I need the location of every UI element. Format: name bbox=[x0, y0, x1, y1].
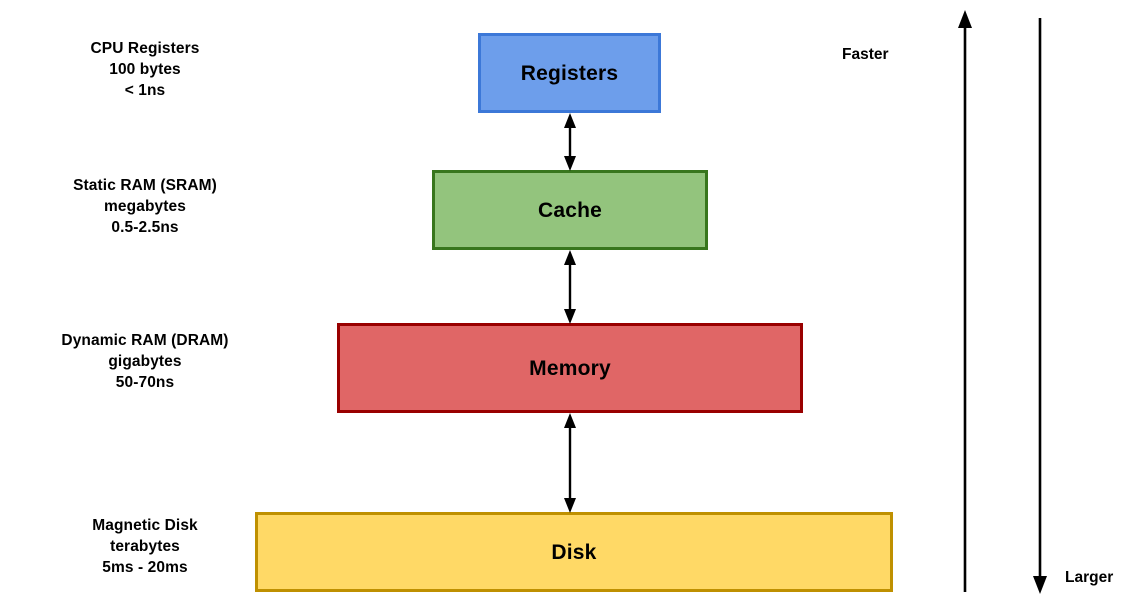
tier-description-disk: Magnetic Disk terabytes 5ms - 20ms bbox=[20, 515, 270, 578]
tier-capacity-memory: gigabytes bbox=[108, 353, 182, 370]
tier-box-cache[interactable]: Cache bbox=[432, 170, 708, 250]
connector-cache-memory bbox=[555, 249, 585, 325]
tier-box-registers[interactable]: Registers bbox=[478, 33, 661, 113]
tier-latency-cache: 0.5-2.5ns bbox=[111, 219, 179, 236]
tier-box-memory[interactable]: Memory bbox=[337, 323, 803, 413]
tier-description-cache: Static RAM (SRAM) megabytes 0.5-2.5ns bbox=[20, 175, 270, 238]
tier-box-label-registers: Registers bbox=[520, 61, 619, 85]
tier-technology-memory: Dynamic RAM (DRAM) bbox=[61, 332, 229, 349]
tier-box-label-memory: Memory bbox=[529, 356, 611, 380]
tier-technology-disk: Magnetic Disk bbox=[92, 517, 198, 534]
size-axis-caption: Larger bbox=[1065, 569, 1114, 586]
tier-box-label-disk: Disk bbox=[551, 540, 597, 564]
connector-memory-disk bbox=[555, 412, 585, 514]
tier-technology-registers: CPU Registers bbox=[90, 40, 200, 57]
speed-axis-arrow-up bbox=[952, 8, 978, 594]
speed-axis-caption: Faster bbox=[842, 46, 889, 63]
tier-latency-registers: < 1ns bbox=[124, 82, 166, 99]
tier-latency-memory: 50-70ns bbox=[115, 374, 175, 391]
tier-box-disk[interactable]: Disk bbox=[255, 512, 893, 592]
tier-description-registers: CPU Registers 100 bytes < 1ns bbox=[20, 38, 270, 101]
connector-registers-cache bbox=[555, 112, 585, 172]
tier-technology-cache: Static RAM (SRAM) bbox=[73, 177, 217, 194]
tier-latency-disk: 5ms - 20ms bbox=[102, 559, 188, 576]
tier-capacity-disk: terabytes bbox=[110, 538, 180, 555]
tier-description-memory: Dynamic RAM (DRAM) gigabytes 50-70ns bbox=[20, 330, 270, 393]
tier-capacity-registers: 100 bytes bbox=[109, 61, 181, 78]
size-axis-arrow-down bbox=[1027, 16, 1053, 596]
tier-box-label-cache: Cache bbox=[537, 198, 603, 222]
tier-capacity-cache: megabytes bbox=[104, 198, 186, 215]
